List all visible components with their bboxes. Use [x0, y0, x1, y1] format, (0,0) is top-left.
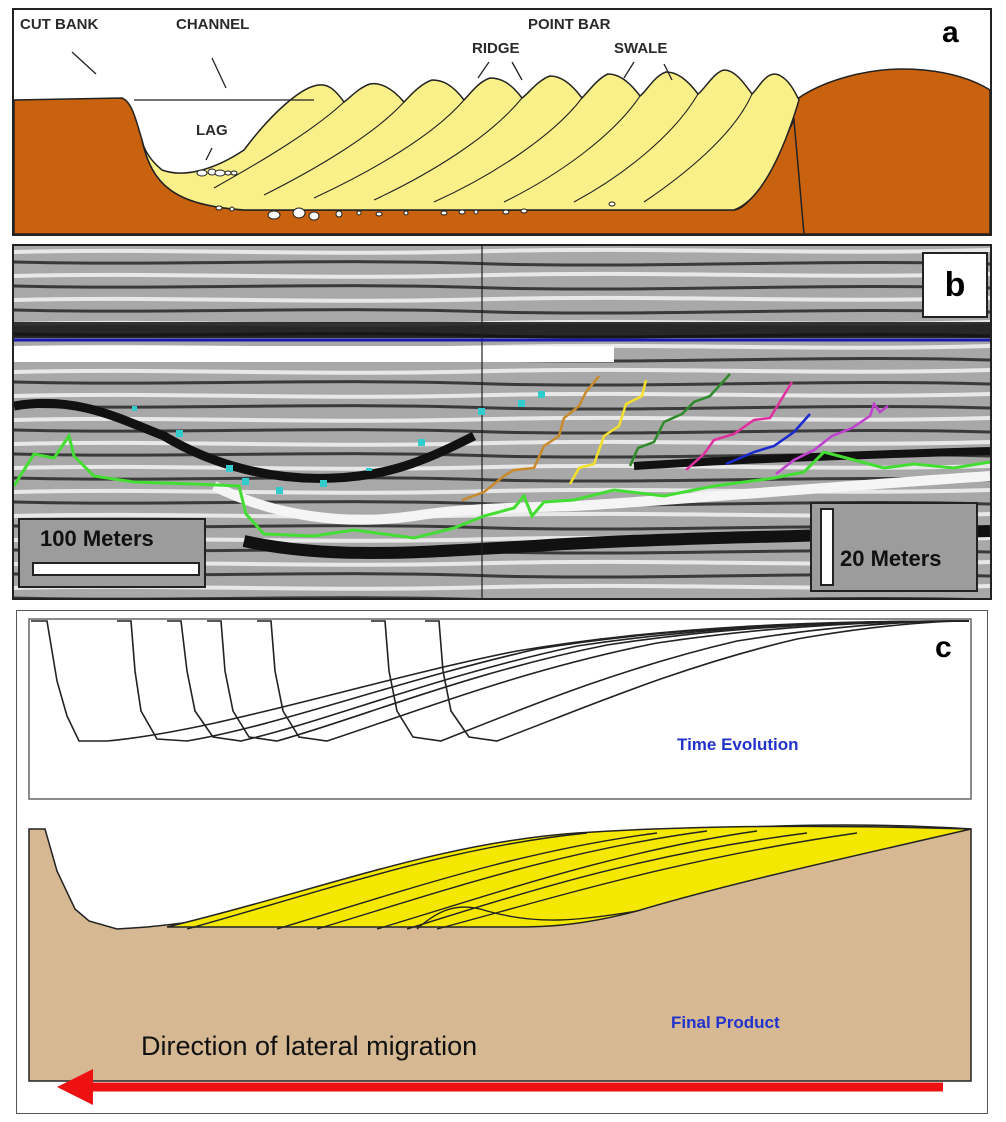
migration-arrow [57, 1069, 943, 1105]
panel-b-seismic-section: b 100 Meters 20 Meters [12, 244, 992, 600]
final-product-label: Final Product [671, 1013, 780, 1032]
point-bar-label: POINT BAR [528, 16, 611, 33]
migration-model-drawing [28, 618, 972, 1105]
point-bar-deposit [141, 69, 800, 211]
vertical-scale-box: 20 Meters [810, 502, 978, 592]
channel-profiles [31, 620, 970, 742]
vertical-scale-bar [820, 508, 834, 586]
channel-label: CHANNEL [176, 16, 250, 33]
panel-a-letter: a [942, 16, 959, 49]
panel-a-point-bar-schematic: CUT BANK CHANNEL POINT BAR RIDGE SWALE L… [12, 8, 992, 236]
lag-pebbles [196, 168, 616, 221]
panel-c-letter: c [935, 631, 952, 664]
time-evolution-label: Time Evolution [677, 735, 799, 754]
final-product-section [28, 824, 972, 1082]
horizontal-scale-box: 100 Meters [18, 518, 206, 588]
channel-markers [132, 391, 545, 494]
base-horizon-line [14, 432, 990, 540]
cut-bank-label: CUT BANK [20, 16, 99, 33]
horizontal-scale-label: 100 Meters [40, 526, 154, 551]
panel-b-letter: b [922, 252, 988, 318]
vertical-scale-label: 20 Meters [840, 546, 942, 571]
lag-label: LAG [196, 122, 228, 139]
label-pointers [71, 51, 673, 161]
panel-c-migration-model: c Time Evolution Final Product Direction… [16, 610, 988, 1114]
ridge-label: RIDGE [472, 40, 520, 57]
lateral-accretion-lines [461, 373, 889, 502]
horizontal-scale-bar [32, 562, 200, 576]
accretion-surfaces [213, 93, 753, 203]
point-bar-cross-section [14, 51, 990, 234]
time-evolution-box [28, 618, 972, 800]
final-accretion-lines [186, 830, 858, 930]
swale-label: SWALE [614, 40, 668, 57]
migration-direction-label: Direction of lateral migration [141, 1031, 478, 1061]
